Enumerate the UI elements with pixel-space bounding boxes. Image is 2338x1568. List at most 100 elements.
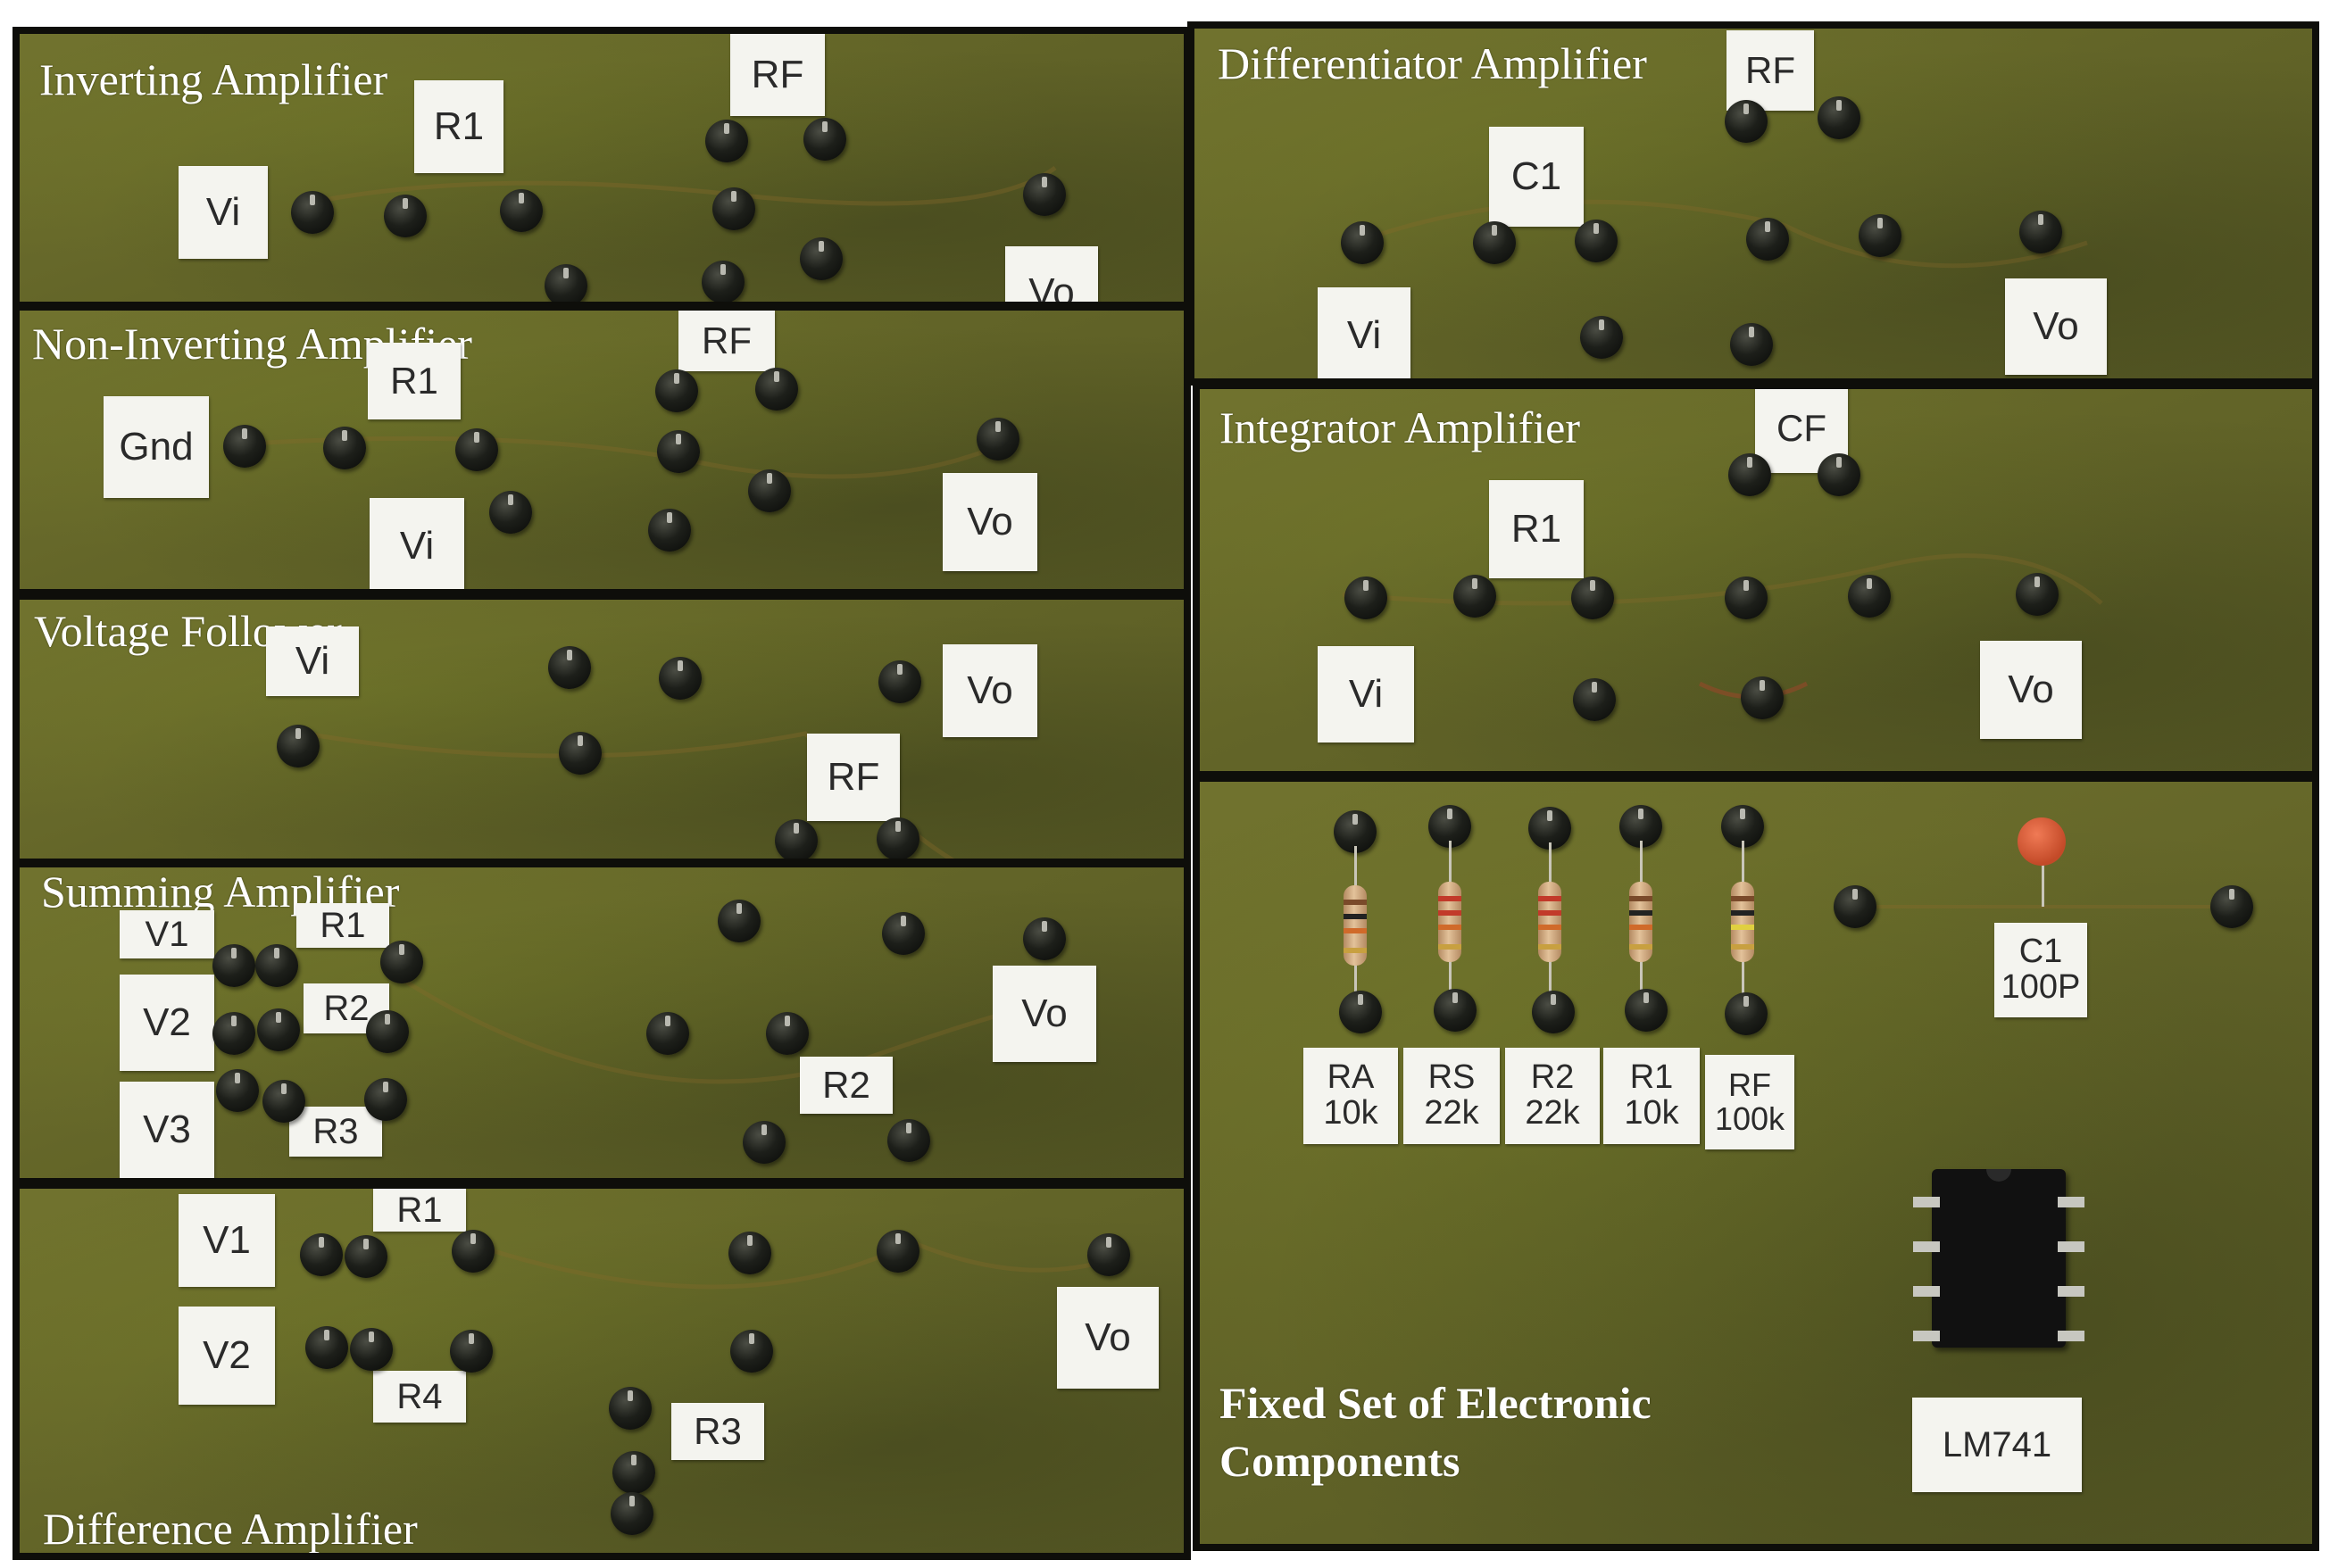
pin <box>1532 991 1575 1033</box>
label-vo: Vo <box>943 473 1037 571</box>
label-v3: V3 <box>120 1082 214 1178</box>
pin <box>500 189 543 232</box>
label-r2: R2 <box>304 983 389 1033</box>
label-vi: Vi <box>370 498 464 589</box>
label-vi: Vi <box>1318 287 1410 378</box>
copper-traces <box>465 1240 1110 1290</box>
resistor-ra <box>1344 885 1367 966</box>
pin <box>775 819 818 859</box>
pin <box>300 1233 343 1276</box>
label-rf: RF <box>678 311 775 371</box>
pin <box>1571 577 1614 619</box>
panel-non-inverting-amplifier: Non-Inverting Amplifier RF R1 Gnd Vi Vo <box>12 303 1191 596</box>
label-r2-feedback: R2 <box>800 1057 893 1114</box>
label-vi: Vi <box>179 166 268 259</box>
pin <box>380 941 423 983</box>
pin <box>728 1232 771 1274</box>
label-resistor-r2: R2 22k <box>1505 1048 1600 1144</box>
pin <box>350 1328 393 1371</box>
pin <box>1725 100 1768 143</box>
pin <box>803 118 846 161</box>
panel-title: Integrator Amplifier <box>1219 402 1581 452</box>
ic-pin <box>2058 1286 2084 1297</box>
label-capacitor-c1: C1 100P <box>1994 923 2087 1017</box>
panel-difference-amplifier: V1 R1 V2 R4 R3 Vo Difference Amplifier <box>12 1182 1191 1560</box>
pin <box>1473 221 1516 264</box>
pin <box>384 195 427 237</box>
ic-pin <box>2058 1197 2084 1207</box>
pin <box>1087 1233 1130 1276</box>
pin <box>887 1119 930 1162</box>
pin <box>718 900 761 942</box>
label-vo: Vo <box>943 644 1037 737</box>
label-resistor-rf: RF 100k <box>1705 1055 1794 1149</box>
pin <box>548 646 591 689</box>
ic-pin <box>2058 1241 2084 1252</box>
label-vo: Vo <box>1005 246 1098 302</box>
label-rf: RF <box>730 34 825 116</box>
pin <box>655 369 698 412</box>
pin <box>223 425 266 468</box>
panel-integrator-amplifier: Integrator Amplifier CF R1 Vi Vo <box>1193 382 2319 778</box>
pin <box>212 1012 255 1055</box>
label-r1: R1 <box>296 903 389 948</box>
pin <box>364 1078 407 1121</box>
panel-voltage-follower: Voltage Follower Vi Vo RF <box>12 593 1191 866</box>
label-resistor-rs: RS 22k <box>1403 1048 1500 1144</box>
label-v2: V2 <box>120 975 214 1071</box>
label-r4: R4 <box>373 1371 466 1423</box>
pin <box>323 427 366 469</box>
label-cf: CF <box>1755 389 1848 473</box>
pin <box>1834 885 1876 928</box>
pin <box>1859 214 1901 257</box>
resistor-rf <box>1731 882 1754 962</box>
pin <box>212 944 255 987</box>
ic-pin <box>1913 1286 1940 1297</box>
pin <box>559 732 602 775</box>
label-r1: R1 <box>1489 480 1584 578</box>
pin <box>255 944 298 987</box>
pin <box>766 1012 809 1055</box>
label-ic-lm741: LM741 <box>1912 1398 2082 1492</box>
copper-traces <box>1860 905 2217 908</box>
label-rf: RF <box>1726 30 1814 111</box>
label-r3: R3 <box>671 1403 764 1460</box>
ic-pin <box>1913 1241 1940 1252</box>
pin <box>1741 676 1784 719</box>
panel-summing-amplifier: Summing Amplifier V1 R1 V2 R2 V3 R3 R2 V… <box>12 860 1191 1185</box>
label-rf: RF <box>807 734 900 821</box>
pin <box>609 1387 652 1430</box>
pin <box>452 1230 495 1273</box>
label-r3: R3 <box>289 1107 382 1157</box>
pin <box>455 428 498 471</box>
pin <box>1728 453 1771 496</box>
panel-title: Inverting Amplifier <box>39 54 388 104</box>
resistor-r1 <box>1629 882 1652 962</box>
pin <box>2016 573 2059 616</box>
pin <box>1625 989 1668 1032</box>
pin <box>1848 575 1891 618</box>
panel-title: Differentiator Amplifier <box>1218 38 1647 88</box>
pin <box>1339 991 1382 1033</box>
pin <box>305 1326 348 1369</box>
pin <box>1023 917 1066 960</box>
capacitor-lead <box>2042 853 2044 907</box>
pin <box>878 660 921 703</box>
panel-fixed-components: RA 10k RS 22k R2 22k R1 10k RF 100k C1 1… <box>1193 775 2319 1551</box>
pin <box>262 1080 305 1123</box>
pin <box>2210 885 2253 928</box>
pin <box>1575 220 1618 262</box>
pin <box>366 1010 409 1053</box>
pin <box>1818 96 1860 139</box>
panel-title: Difference Amplifier <box>43 1504 418 1554</box>
resistor-rs <box>1438 882 1461 962</box>
pin <box>882 912 925 955</box>
pin <box>705 120 748 162</box>
pin <box>712 187 755 230</box>
label-r1: R1 <box>373 1189 466 1232</box>
pin <box>611 1492 653 1535</box>
resistor-r2 <box>1538 882 1561 962</box>
label-vo: Vo <box>2005 278 2107 375</box>
label-r1: R1 <box>368 343 461 419</box>
